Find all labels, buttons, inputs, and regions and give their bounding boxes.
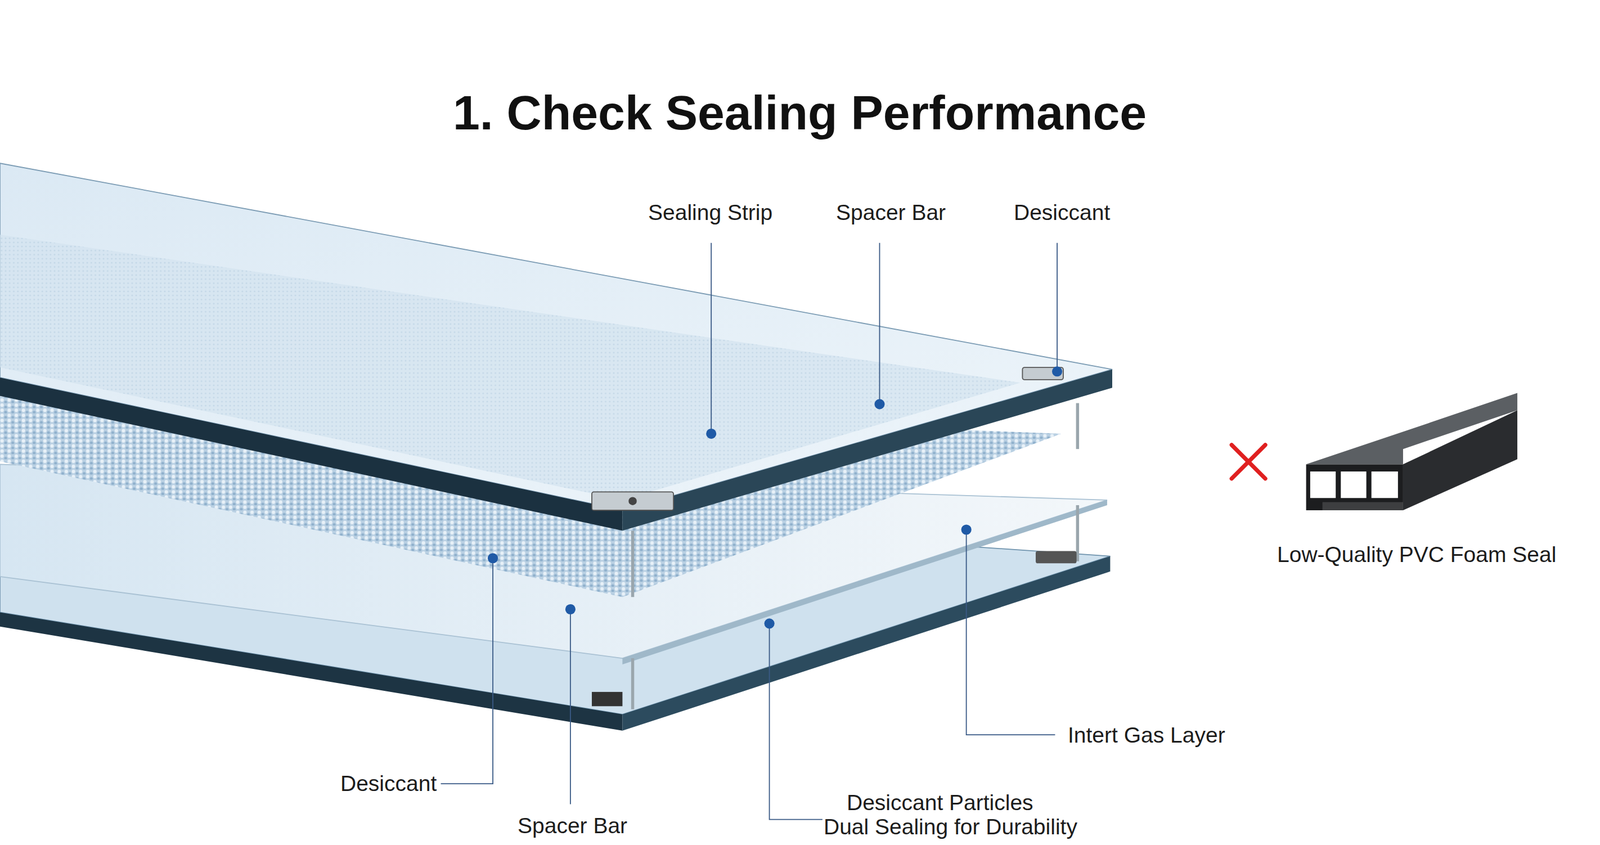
part-label: Intert Gas Layer	[1067, 723, 1226, 748]
page-title: 1. Check Sealing Performance	[452, 84, 1147, 141]
part-label: Sealing Strip	[648, 200, 773, 226]
part-label: Desiccant	[340, 771, 437, 797]
part-label: Desiccant Particles	[846, 790, 1034, 816]
part-label: Spacer Bar	[517, 814, 628, 839]
part-label: Desiccant	[1013, 200, 1110, 226]
part-label: Low-Quality PVC Foam Seal	[1277, 542, 1557, 568]
part-label: Dual Sealing for Durability	[823, 815, 1078, 840]
part-label: Spacer Bar	[836, 200, 946, 226]
